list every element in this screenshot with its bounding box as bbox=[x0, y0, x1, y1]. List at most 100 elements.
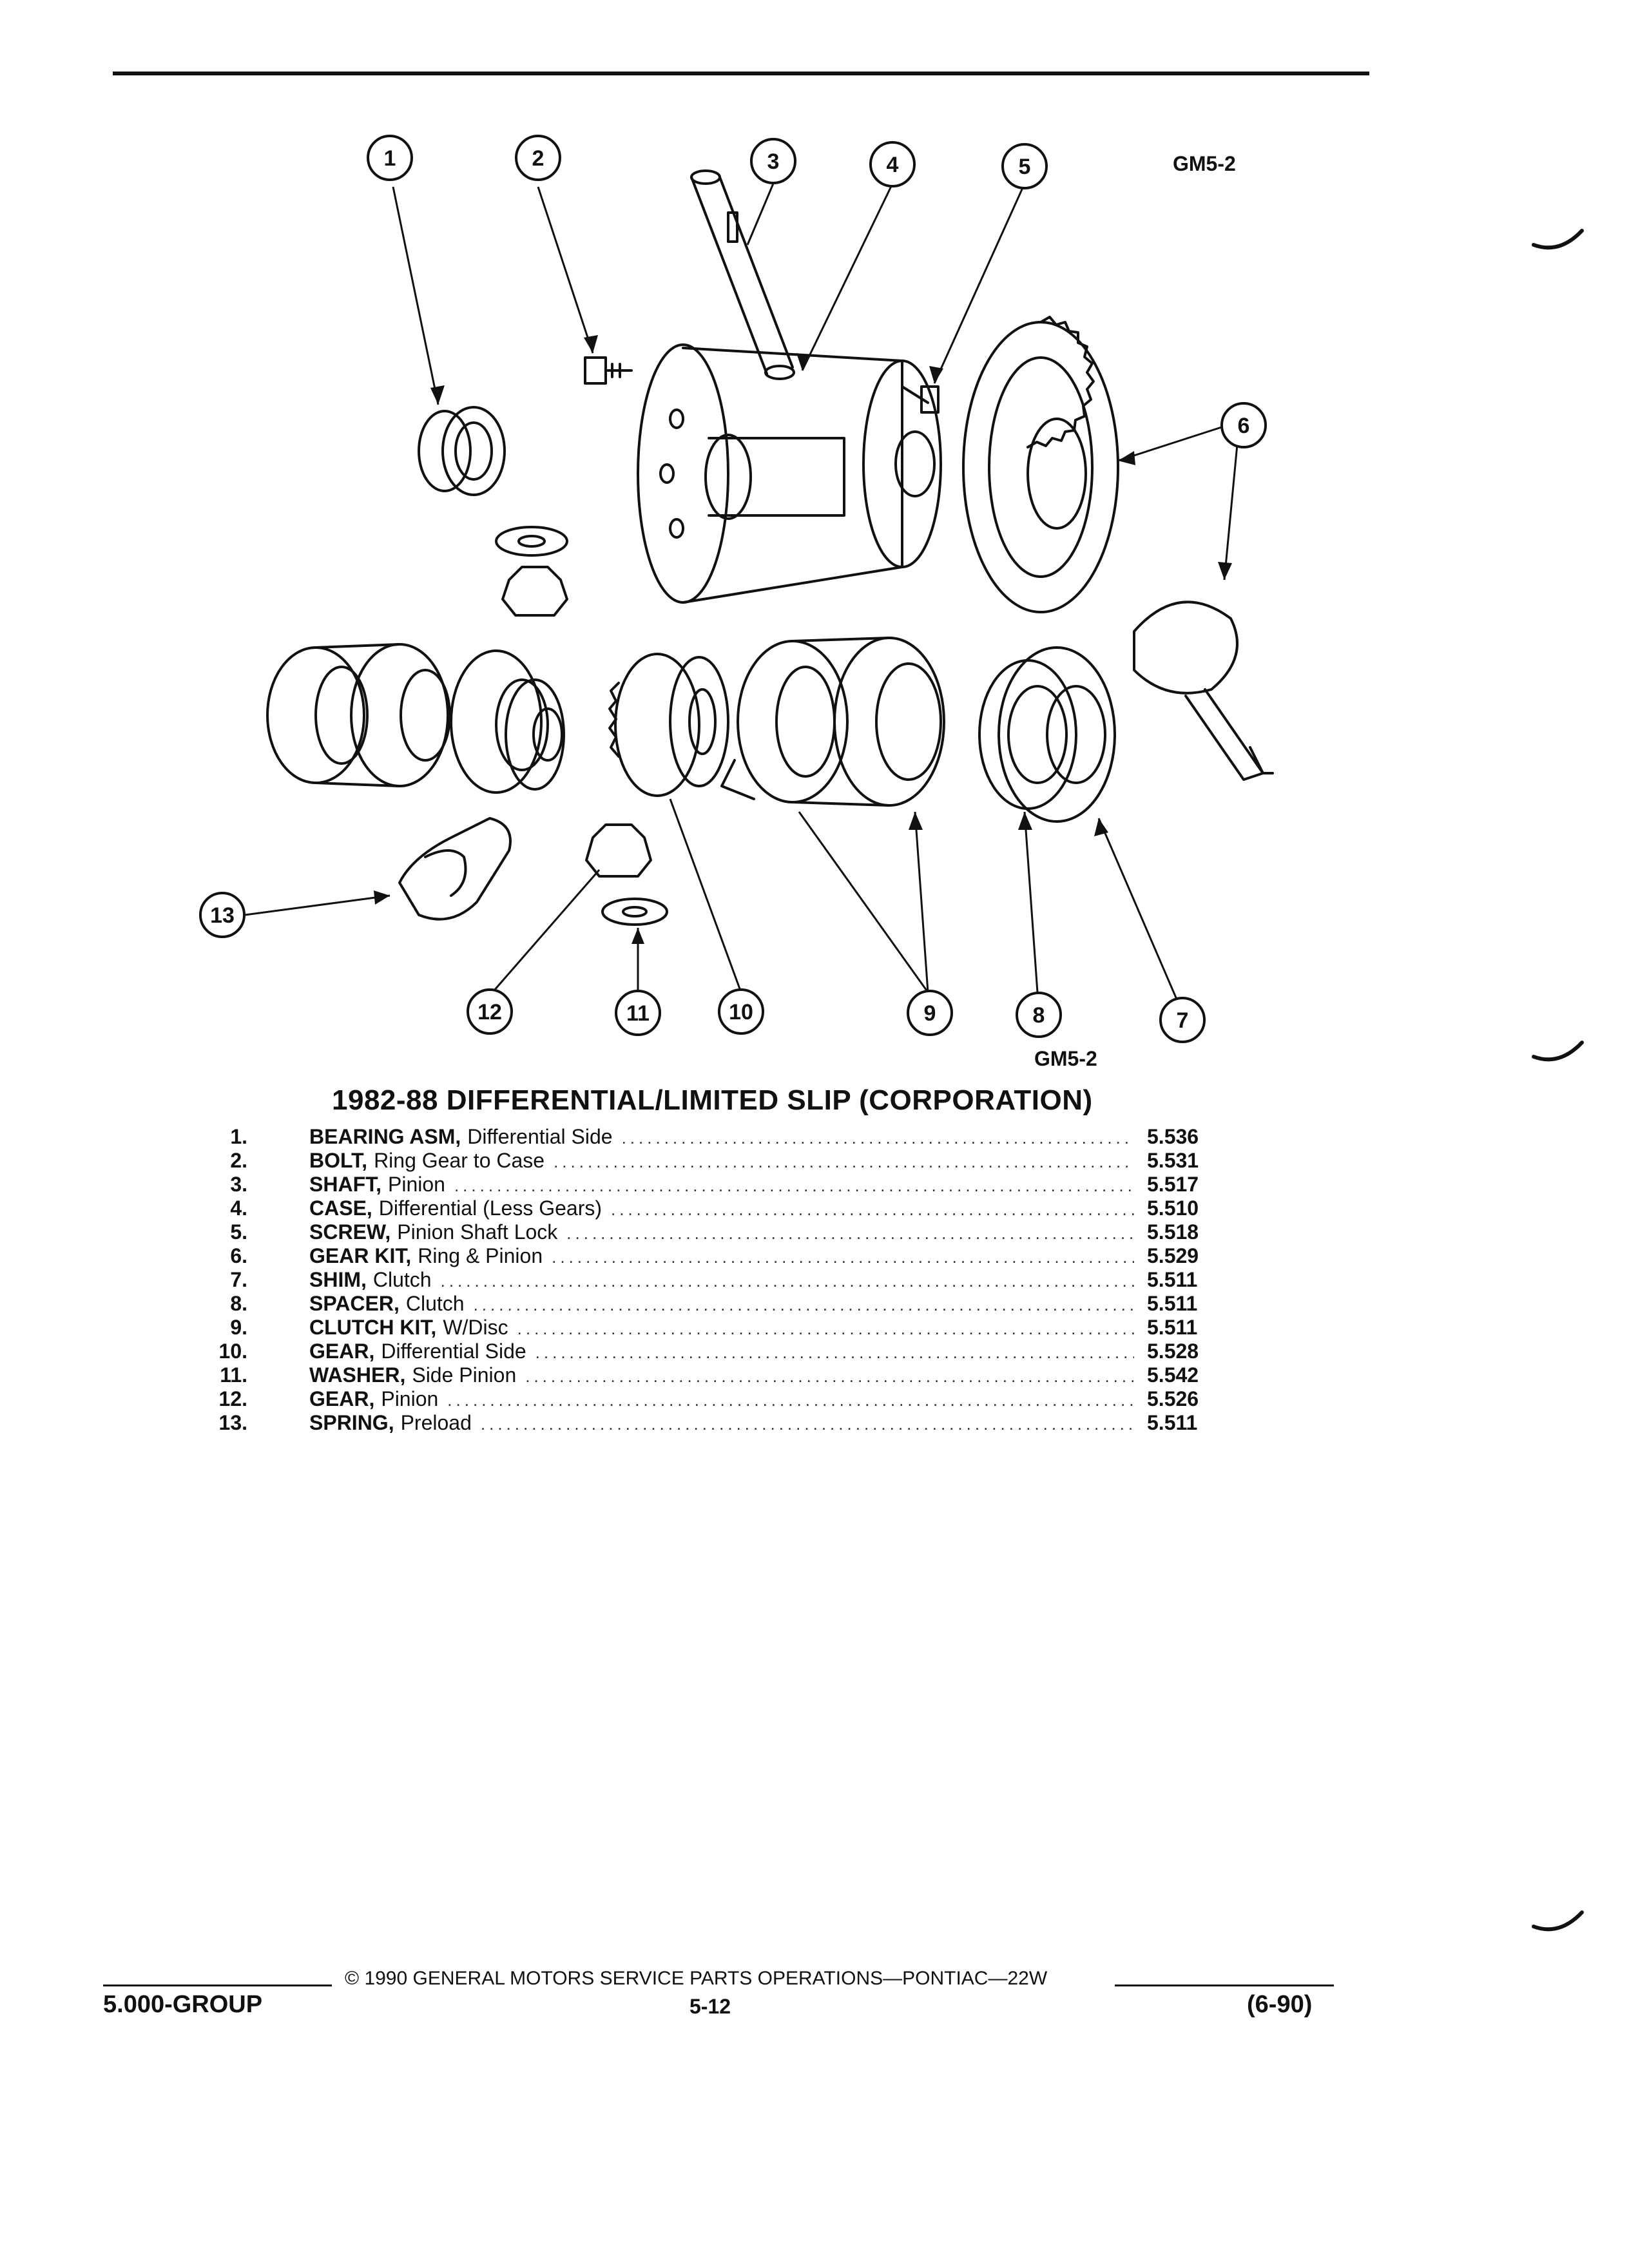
part-description: Ring Gear to Case bbox=[374, 1149, 545, 1172]
dot-leader bbox=[447, 1390, 1134, 1410]
part-code: 5.531 bbox=[1147, 1149, 1199, 1172]
part-description: Ring & Pinion bbox=[418, 1244, 543, 1267]
part-code: 5.526 bbox=[1147, 1387, 1199, 1410]
callout-2-circle bbox=[515, 135, 561, 181]
callout-10: 10 bbox=[729, 1000, 753, 1024]
part-number: 6. bbox=[230, 1244, 247, 1267]
callout-12: 12 bbox=[477, 1000, 502, 1024]
dot-leader bbox=[517, 1319, 1134, 1339]
part-code: 5.536 bbox=[1147, 1125, 1199, 1148]
dot-leader bbox=[552, 1247, 1134, 1267]
part-number: 1. bbox=[230, 1125, 247, 1148]
part-row: 5.SCREW,Pinion Shaft Lock5.518 bbox=[187, 1220, 1244, 1244]
callout-5-circle bbox=[1001, 143, 1048, 189]
part-number: 2. bbox=[230, 1149, 247, 1172]
date-code: (6-90) bbox=[1247, 1991, 1313, 2018]
callout-9: 9 bbox=[924, 1001, 936, 1026]
margin-ticks bbox=[1532, 229, 1584, 1062]
part-description: W/Disc bbox=[443, 1316, 508, 1339]
dot-leader bbox=[474, 1295, 1134, 1315]
part-description: Differential Side bbox=[381, 1340, 526, 1363]
callout-7: 7 bbox=[1177, 1008, 1189, 1033]
part-number: 7. bbox=[230, 1268, 247, 1291]
callout-1-circle bbox=[367, 135, 413, 181]
part-name: SPRING, bbox=[309, 1411, 394, 1434]
part-code: 5.517 bbox=[1147, 1173, 1199, 1196]
part-number: 9. bbox=[230, 1316, 247, 1339]
part-code: 5.511 bbox=[1147, 1316, 1198, 1339]
part-description: Clutch bbox=[405, 1292, 465, 1315]
lower-pinion-drawing bbox=[585, 823, 668, 926]
part-row: 2. BOLT, Ring Gear to Case 5.531 bbox=[187, 1149, 1244, 1173]
part-name: WASHER, bbox=[309, 1363, 406, 1387]
dot-leader bbox=[535, 1343, 1134, 1363]
part-row: 11. WASHER,Side Pinion 5.542 bbox=[187, 1363, 1244, 1387]
part-number: 10. bbox=[218, 1340, 247, 1363]
dot-leader bbox=[622, 1128, 1134, 1148]
left-side-gear-drawing bbox=[505, 678, 565, 791]
part-description: Pinion bbox=[381, 1387, 439, 1410]
part-row: 12. GEAR, Pinion 5.526 bbox=[187, 1387, 1244, 1411]
part-description: Clutch bbox=[372, 1268, 432, 1291]
part-code: 5.529 bbox=[1147, 1244, 1199, 1267]
left-clutch-pack-drawing bbox=[266, 643, 549, 794]
part-code: 5.511 bbox=[1147, 1292, 1198, 1315]
copyright-line: © 1990 GENERAL MOTORS SERVICE PARTS OPER… bbox=[345, 1968, 1048, 1989]
part-name: CASE, bbox=[309, 1196, 372, 1220]
part-number: 8. bbox=[230, 1292, 247, 1315]
right-clutch-pack-drawing bbox=[720, 637, 945, 807]
part-row: 13.SPRING,Preload5.511 bbox=[187, 1411, 1244, 1435]
callout-7-circle bbox=[1159, 997, 1206, 1043]
ring-gear-drawing bbox=[962, 316, 1119, 613]
part-row: 6.GEAR KIT,Ring & Pinion5.529 bbox=[187, 1244, 1244, 1268]
bolt-drawing bbox=[584, 356, 633, 385]
top-pinion-drawing bbox=[495, 526, 568, 617]
callout-4-circle bbox=[869, 141, 916, 187]
exploded-diagram: 1 2 3 4 5 6 7 8 9 10 11 12 13 bbox=[199, 135, 1584, 1062]
callout-2: 2 bbox=[532, 146, 545, 171]
part-name: BOLT, bbox=[309, 1149, 368, 1172]
dot-leader bbox=[566, 1224, 1134, 1244]
part-row: 7.SHIM,Clutch5.511 bbox=[187, 1268, 1244, 1292]
dot-leader bbox=[481, 1414, 1134, 1434]
part-description: Pinion Shaft Lock bbox=[397, 1220, 558, 1244]
part-code: 5.518 bbox=[1147, 1220, 1199, 1244]
callout-5: 5 bbox=[1019, 155, 1031, 179]
part-number: 12. bbox=[218, 1387, 247, 1410]
callout-6: 6 bbox=[1238, 414, 1250, 438]
part-code: 5.528 bbox=[1147, 1340, 1199, 1363]
figure-code-top: GM5-2 bbox=[1173, 152, 1236, 175]
part-name: GEAR, bbox=[309, 1340, 375, 1363]
footer-rule-right bbox=[1115, 1984, 1334, 1986]
dot-leader bbox=[554, 1152, 1134, 1172]
part-code: 5.510 bbox=[1147, 1196, 1199, 1220]
side-gear-drawing bbox=[608, 653, 729, 797]
part-description: Differential (Less Gears) bbox=[378, 1196, 602, 1220]
callout-4: 4 bbox=[887, 153, 899, 177]
part-row: 4.CASE,Differential (Less Gears)5.510 bbox=[187, 1196, 1244, 1220]
part-code: 5.542 bbox=[1147, 1363, 1199, 1387]
part-code: 5.511 bbox=[1147, 1411, 1198, 1434]
spacer-shim-drawing bbox=[978, 646, 1116, 823]
part-number: 11. bbox=[220, 1363, 247, 1387]
leader-arrowheads bbox=[374, 335, 1232, 944]
part-description: Differential Side bbox=[467, 1125, 613, 1148]
bearing-asm-drawing bbox=[418, 406, 506, 496]
footer-rule-left bbox=[103, 1984, 332, 1986]
part-number: 13. bbox=[218, 1411, 247, 1434]
part-description: Side Pinion bbox=[412, 1363, 517, 1387]
part-name: SHAFT, bbox=[309, 1173, 381, 1196]
leader-lines bbox=[244, 183, 1239, 1006]
part-name: GEAR, bbox=[309, 1387, 375, 1410]
part-number: 5. bbox=[230, 1220, 247, 1244]
figure-code-bottom: GM5-2 bbox=[1034, 1047, 1097, 1070]
part-row: 9.CLUTCH KIT,W/Disc5.511 bbox=[187, 1316, 1244, 1340]
screw-drawing bbox=[901, 385, 940, 414]
top-rule bbox=[113, 72, 1369, 75]
dot-leader bbox=[611, 1200, 1134, 1220]
callout-8-circle bbox=[1016, 992, 1062, 1038]
dot-leader bbox=[441, 1271, 1134, 1291]
section-title: 1982-88 DIFFERENTIAL/LIMITED SLIP (CORPO… bbox=[332, 1084, 1093, 1116]
page-number: 5-12 bbox=[689, 1995, 731, 2018]
callout-11: 11 bbox=[626, 1001, 650, 1026]
